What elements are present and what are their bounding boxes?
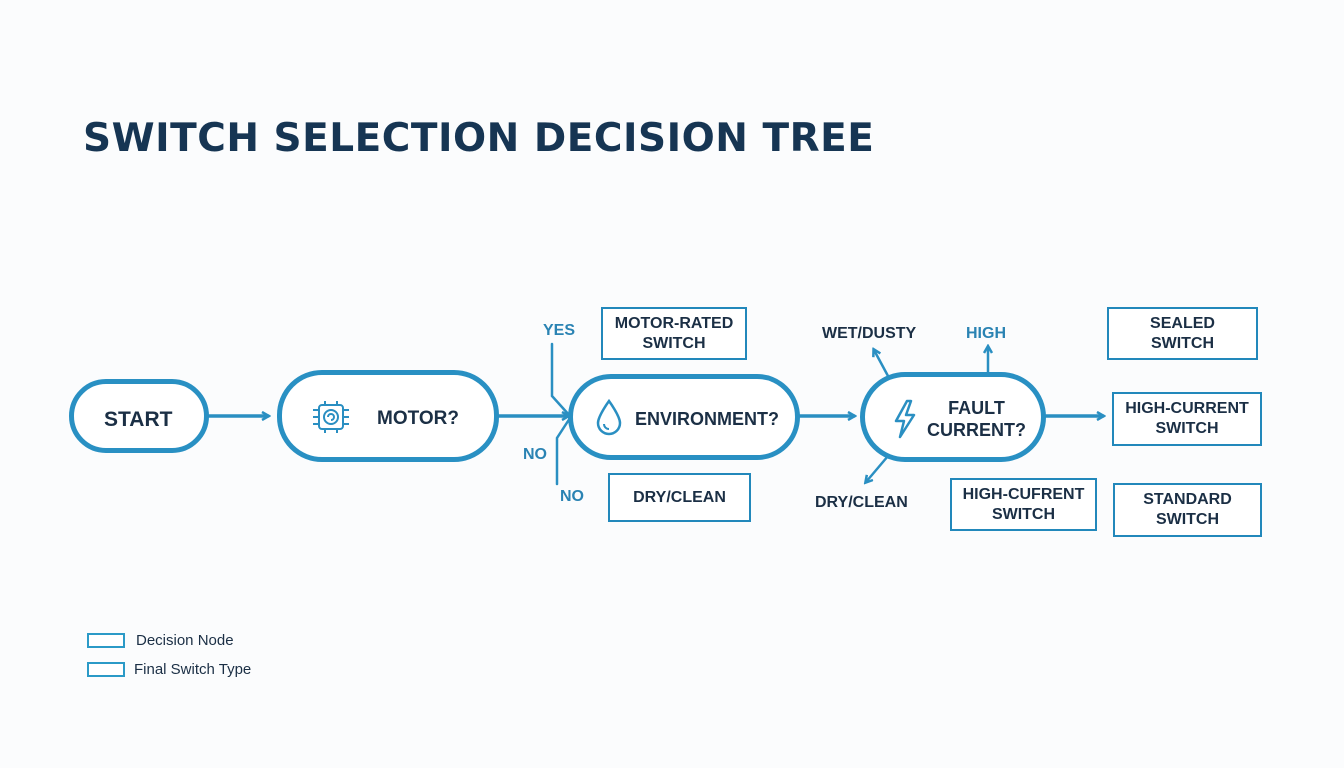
- legend-decision-label: Decision Node: [136, 632, 234, 649]
- motor-node-label: MOTOR?: [377, 408, 459, 429]
- standard-switch-result[interactable]: STANDARD SWITCH: [1113, 483, 1262, 537]
- motor-rated-switch-result[interactable]: MOTOR-RATED SWITCH: [601, 307, 747, 360]
- fault-current-decision-node[interactable]: FAULT CURRENT?: [860, 372, 1046, 462]
- edge-wet-dusty: [874, 350, 890, 378]
- fault-node-label: FAULT CURRENT?: [927, 398, 1026, 440]
- edge-no-branch: [555, 416, 572, 486]
- wet-dusty-label: WET/DUSTY: [822, 325, 917, 342]
- motor-icon: [312, 400, 350, 439]
- legend-final-swatch: [87, 662, 125, 677]
- high-current-switch-lower-result[interactable]: HIGH-CUFRENT SWITCH: [950, 478, 1097, 531]
- edge-dry-clean: [866, 454, 890, 482]
- environment-decision-node[interactable]: ENVIRONMENT?: [568, 374, 800, 460]
- environment-node-label: ENVIRONMENT?: [635, 409, 779, 429]
- diagram-title: SWITCH SELECTION DECISION TREE: [83, 116, 875, 161]
- edge-yes-branch: [550, 342, 572, 418]
- water-drop-icon: [595, 398, 623, 442]
- dry-clean-result[interactable]: DRY/CLEAN: [608, 473, 751, 522]
- high-current-switch-result[interactable]: HIGH-CURRENT SWITCH: [1112, 392, 1262, 446]
- no-label-lower: NO: [560, 488, 584, 505]
- sealed-switch-result[interactable]: SEALED SWITCH: [1107, 307, 1258, 360]
- motor-decision-node[interactable]: MOTOR?: [277, 370, 499, 462]
- start-node-label: START: [104, 408, 173, 431]
- start-node[interactable]: START: [69, 379, 209, 453]
- high-label: HIGH: [966, 325, 1006, 342]
- dry-clean-label: DRY/CLEAN: [815, 494, 908, 511]
- lightning-icon: [891, 399, 919, 444]
- legend-decision-swatch: [87, 633, 125, 648]
- no-label-left: NO: [523, 446, 547, 463]
- yes-label: YES: [543, 322, 576, 339]
- legend-final-label: Final Switch Type: [134, 661, 252, 678]
